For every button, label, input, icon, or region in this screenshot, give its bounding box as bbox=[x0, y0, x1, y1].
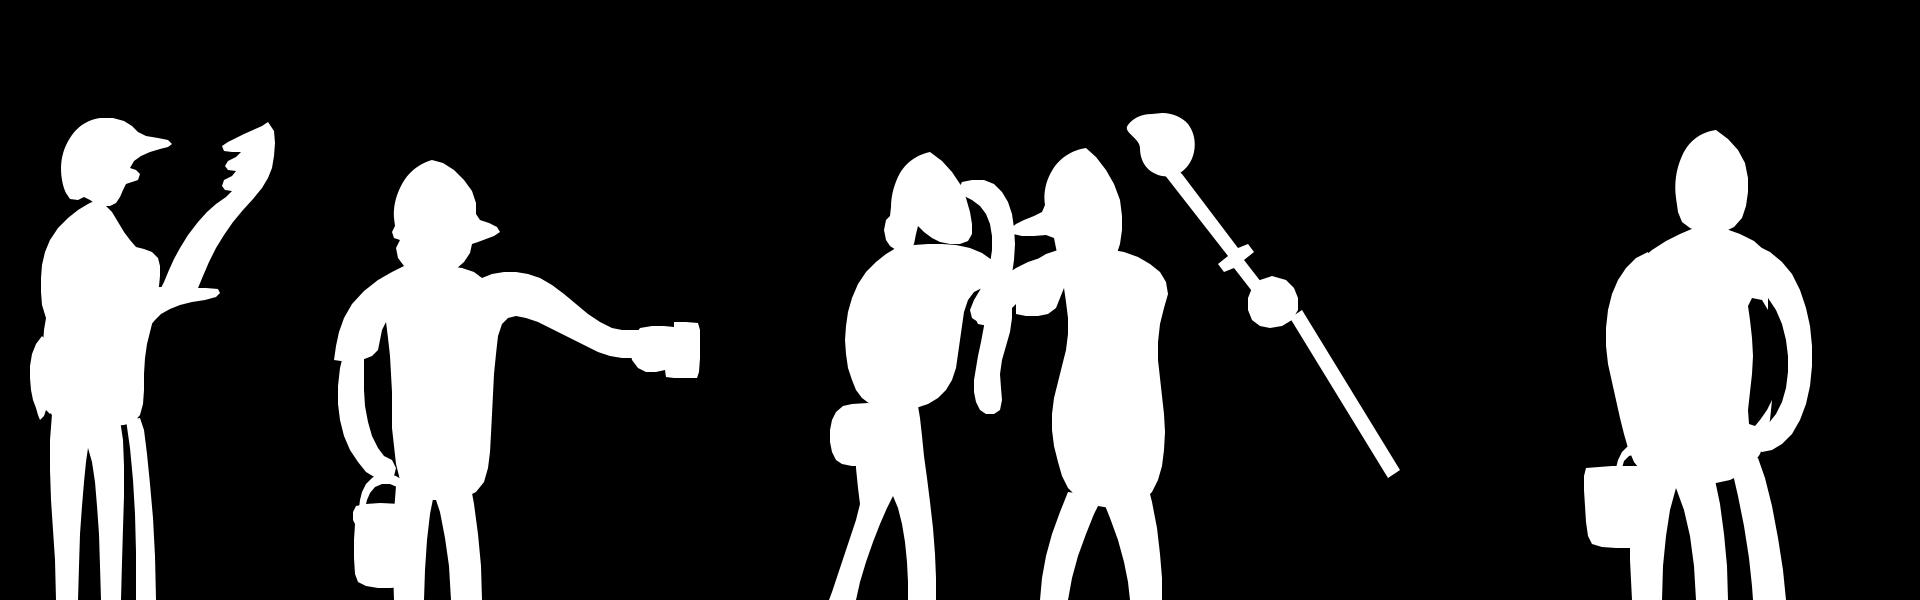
figure-4-roller-pole-lower bbox=[1290, 310, 1400, 478]
figure-5-group bbox=[1584, 130, 1812, 600]
figure-4-arms-up bbox=[974, 256, 1082, 326]
figure-2-legs bbox=[393, 474, 482, 600]
figure-2-hand-brush bbox=[630, 322, 700, 378]
figure-2-bucket-arm bbox=[338, 352, 396, 480]
figure-1-legs bbox=[50, 414, 124, 600]
figure-2-torso-right-arm bbox=[334, 266, 660, 500]
figure-3-legs bbox=[829, 404, 936, 600]
figure-2-bucket-handle bbox=[359, 474, 414, 508]
figure-1-right-leg bbox=[126, 418, 156, 600]
figure-2-head-helmet bbox=[392, 160, 500, 276]
figure-5-legs bbox=[1630, 472, 1728, 600]
figure-2-group bbox=[334, 160, 700, 600]
figure-5-right-leg bbox=[1732, 458, 1786, 600]
figure-1-head-helmet bbox=[61, 118, 172, 206]
figure-1-tool-pouch bbox=[30, 336, 58, 420]
figure-1-clipboard bbox=[145, 287, 220, 326]
figure-1-group bbox=[30, 118, 275, 600]
figure-4-head-cap bbox=[1010, 148, 1122, 274]
figure-5-left-arm bbox=[1606, 252, 1652, 452]
figure-4-torso bbox=[1016, 248, 1168, 508]
figure-4-legs bbox=[1040, 442, 1162, 600]
figure-4-upper-grip-hand bbox=[1248, 276, 1298, 328]
figure-5-right-arm-akimbo bbox=[1748, 246, 1812, 452]
figure-4-roller-head bbox=[1126, 113, 1195, 177]
figure-1-pointing-arm bbox=[156, 122, 275, 300]
figure-3-torso bbox=[845, 244, 1012, 414]
figure-4-roller-pole-upper bbox=[1164, 166, 1286, 322]
figure-5-torso bbox=[1622, 227, 1773, 484]
figure-3-head-helmet bbox=[884, 152, 972, 252]
figure-5-head bbox=[1675, 130, 1748, 234]
figure-5-toolbox-handle bbox=[1616, 446, 1656, 468]
figure-5-akimbo-gap bbox=[1748, 298, 1779, 426]
figure-4-group bbox=[974, 113, 1400, 600]
figure-1-torso bbox=[41, 200, 160, 426]
